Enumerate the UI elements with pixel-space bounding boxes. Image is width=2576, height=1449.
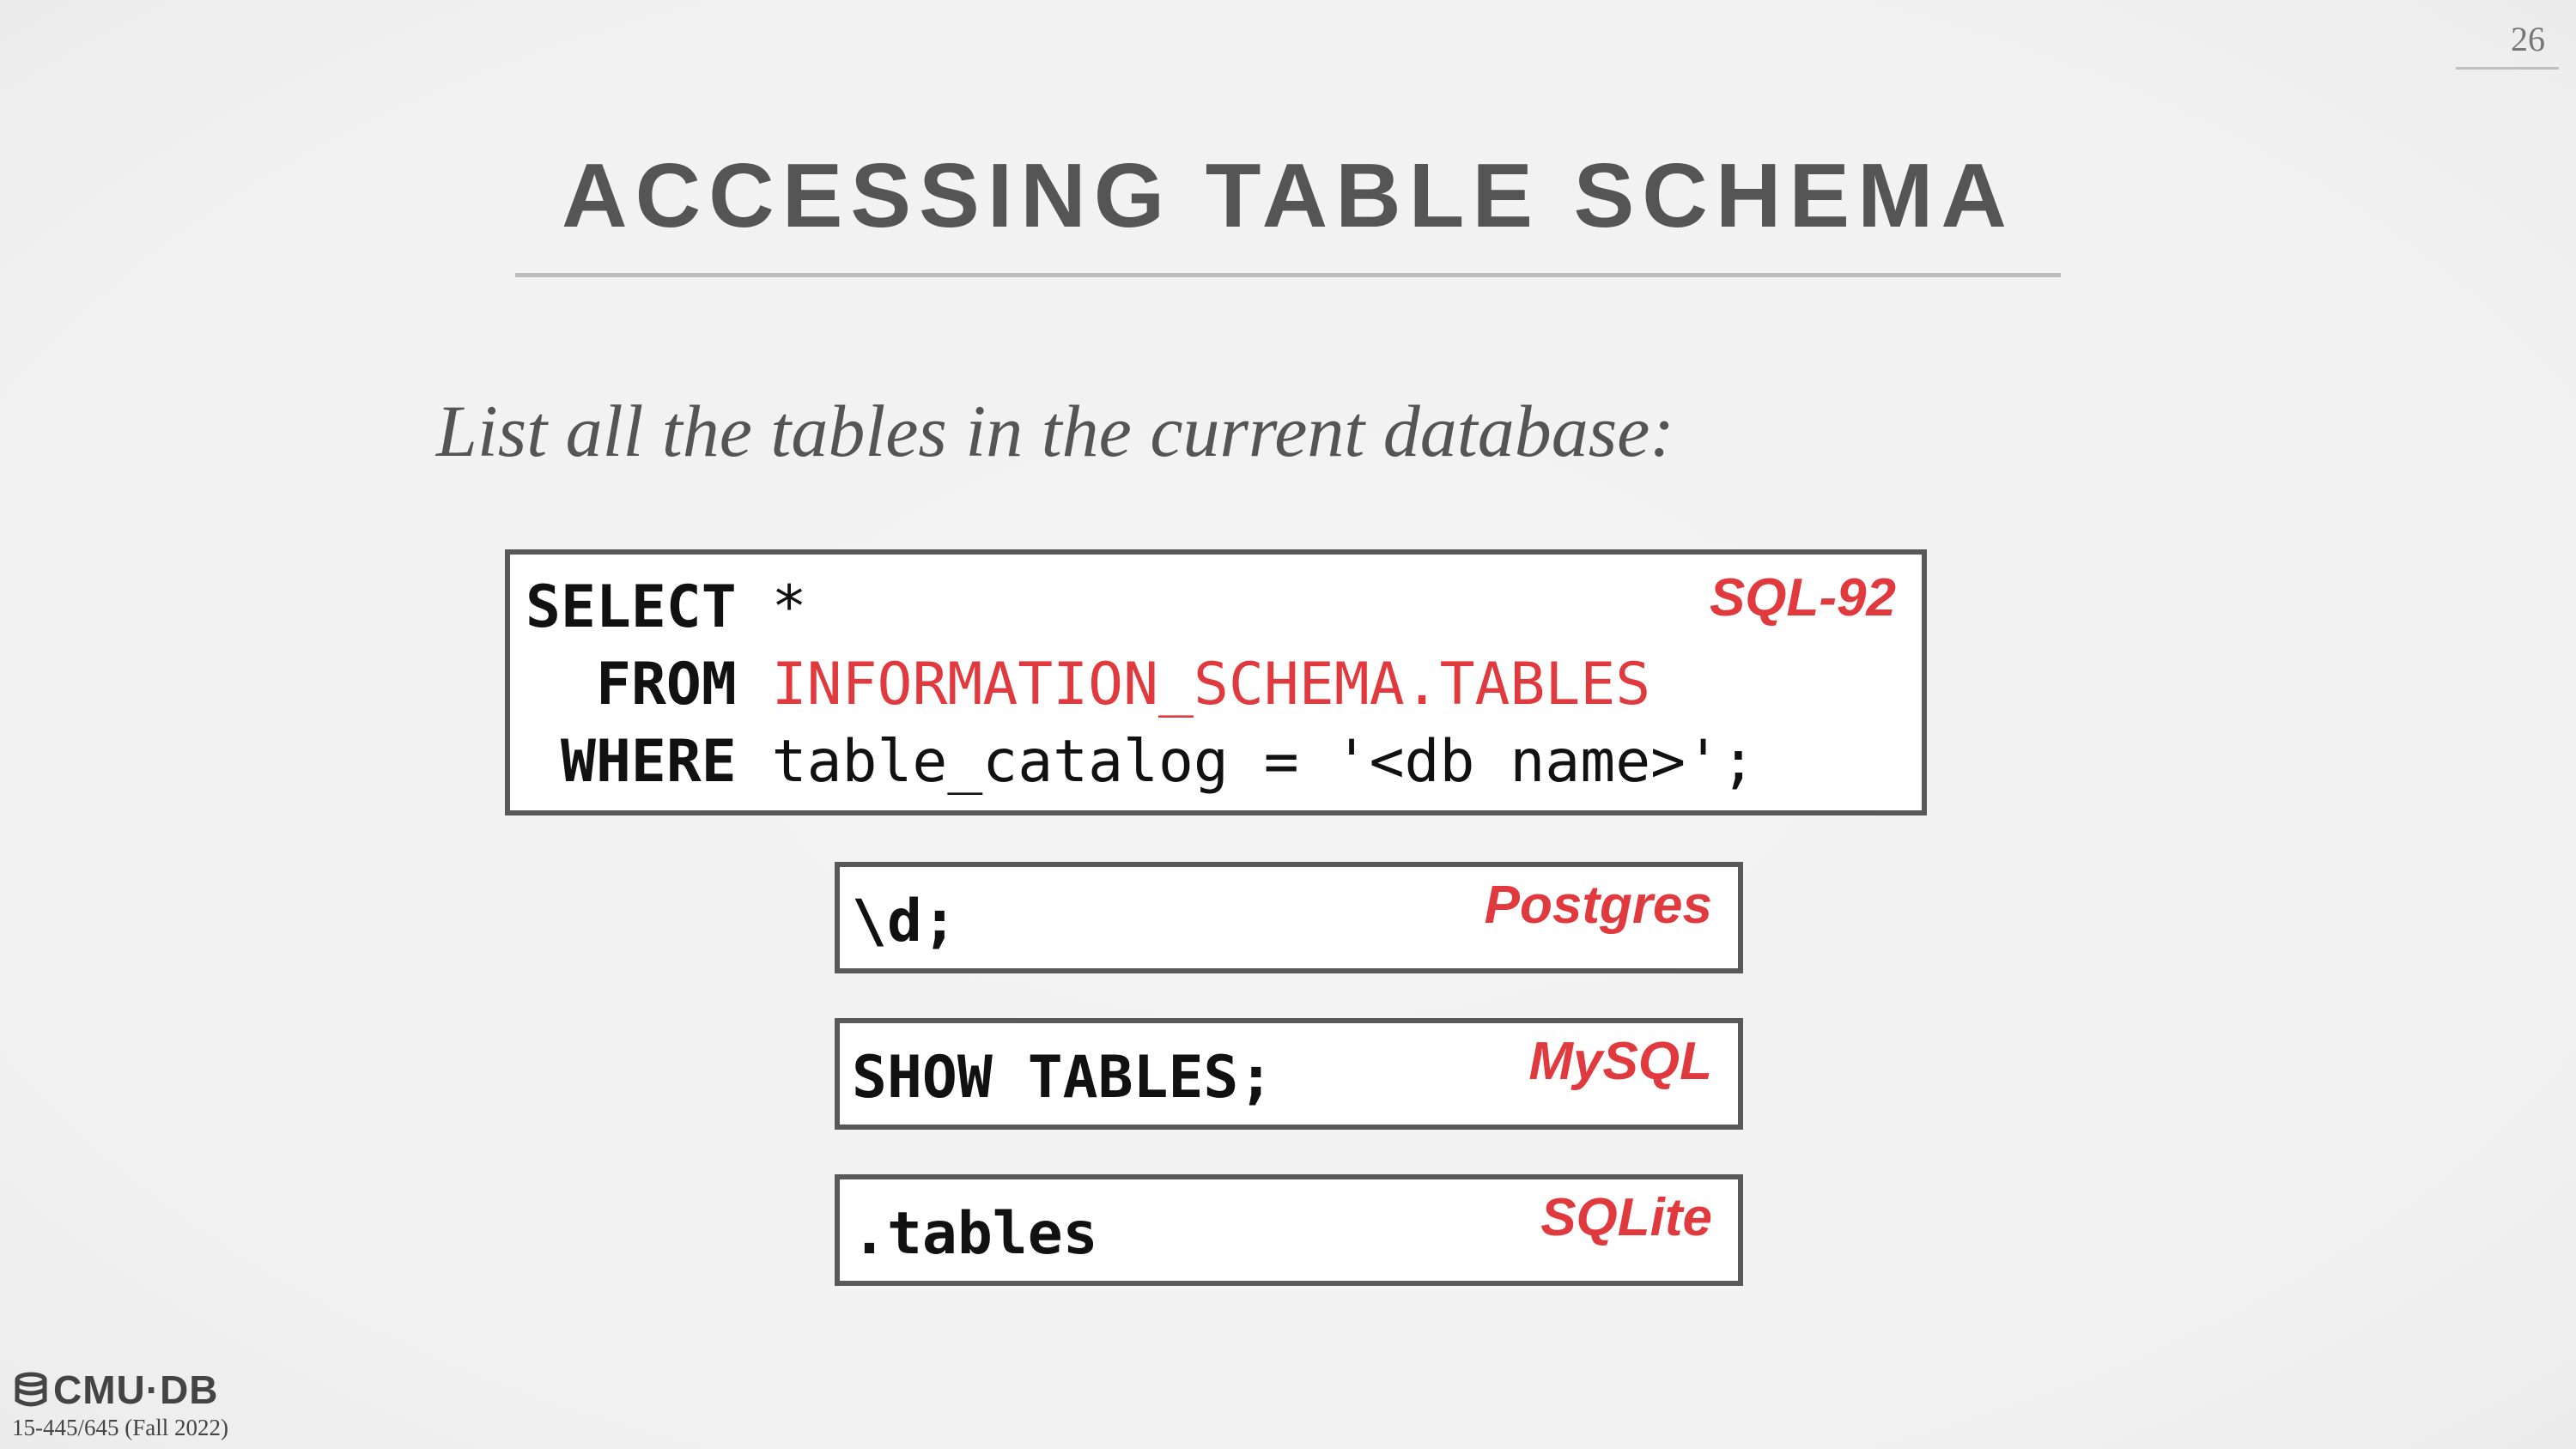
slide-subtitle: List all the tables in the current datab… [436,390,1674,472]
sqlite-code-box: SQLite .tables [835,1174,1743,1286]
database-icon [15,1372,47,1407]
where-condition: table_catalog = '<db name>'; [736,728,1756,796]
mysql-code: SHOW TABLES; [852,1044,1274,1112]
sqlite-tag: SQLite [1540,1188,1712,1247]
mysql-code-box: MySQL SHOW TABLES; [835,1018,1743,1130]
postgres-code: \d; [852,888,957,955]
select-keyword: SELECT [526,573,737,641]
sql92-code-box: SQL-92 SELECT * FROM INFORMATION_SCHEMA.… [505,549,1927,815]
slide-title: ACCESSING TABLE SCHEMA [562,145,2014,246]
title-underline [515,273,2061,277]
where-keyword: WHERE [561,728,737,796]
sql92-line-where: WHERE table_catalog = '<db name>'; [561,733,1756,791]
sql92-line-select: SELECT * [526,579,807,637]
sqlite-code: .tables [852,1200,1098,1268]
from-keyword: FROM [596,651,737,718]
postgres-code-box: Postgres \d; [835,862,1743,973]
mysql-tag: MySQL [1528,1032,1712,1091]
page-number-rule [2456,67,2559,70]
logo-text: CMU·DB [53,1367,219,1412]
sql92-tag: SQL-92 [1709,568,1896,627]
postgres-tag: Postgres [1484,876,1712,935]
course-label: 15-445/645 (Fall 2022) [12,1415,228,1440]
cmu-db-logo: CMU·DB [12,1367,219,1413]
page-number: 26 [2511,20,2545,58]
information-schema-tables: INFORMATION_SCHEMA.TABLES [771,651,1651,718]
select-columns: * [736,573,807,641]
sql92-line-from: FROM INFORMATION_SCHEMA.TABLES [596,656,1650,714]
